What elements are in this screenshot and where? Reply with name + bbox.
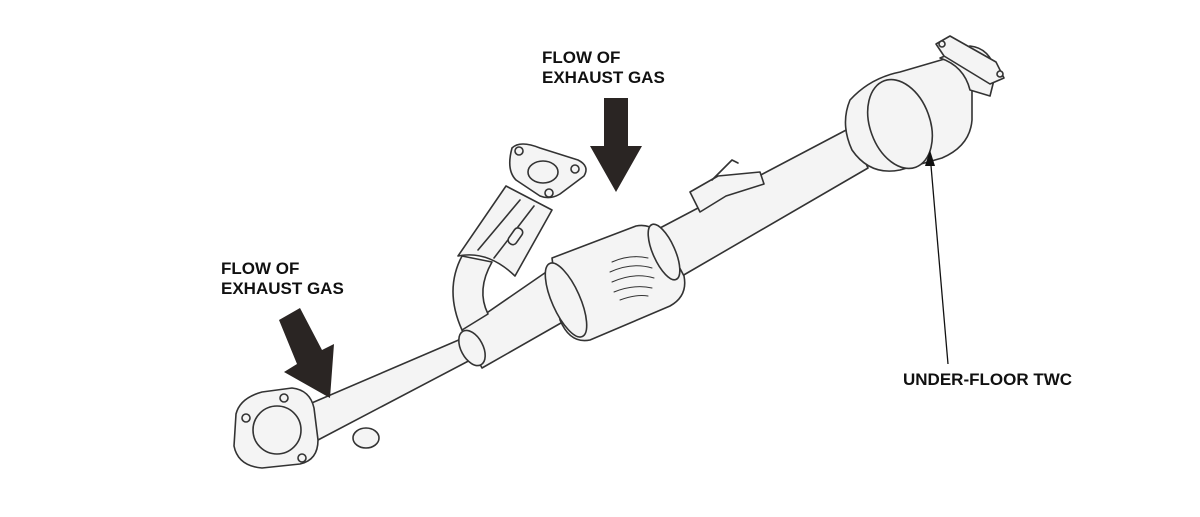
twc-rear-bolt-1: [938, 40, 946, 48]
hanger-rod: [711, 159, 739, 181]
flow-label-left: FLOW OF EXHAUST GAS: [221, 259, 344, 299]
upper-flange-bolt-2: [570, 164, 580, 174]
heat-shield-slot: [507, 227, 524, 246]
twc-rear-bolt-2: [996, 70, 1004, 78]
upper-bend-pipe: [452, 255, 493, 331]
flow-arrow-top: [590, 98, 642, 192]
front-flange-bolt-2: [279, 393, 289, 403]
converter-inlet-ring: [544, 262, 588, 338]
front-flange-bolt-3: [297, 453, 307, 463]
upper-flange-bolt-1: [514, 146, 524, 156]
upper-flange-bolt-3: [544, 188, 554, 198]
upper-flange-hole: [527, 160, 559, 184]
pipe-joint: [458, 329, 486, 367]
hanger-bracket: [689, 171, 765, 213]
front-flange-hole: [252, 405, 302, 455]
flow-label-left-line2: EXHAUST GAS: [221, 279, 344, 298]
flow-arrow-left: [279, 308, 334, 398]
heat-shield: [457, 185, 553, 277]
twc-leader-arrowhead: [925, 150, 935, 166]
flow-label-top-line1: FLOW OF: [542, 48, 621, 67]
under-floor-twc-label: UNDER-FLOOR TWC: [903, 370, 1073, 389]
converter-outlet-ring: [647, 223, 681, 281]
sensor-boss: [352, 427, 380, 449]
flow-label-top: FLOW OF EXHAUST GAS: [542, 48, 665, 88]
flow-label-left-line1: FLOW OF: [221, 259, 300, 278]
front-flange-bolt-1: [241, 413, 251, 423]
center-pipe: [659, 127, 869, 277]
flow-label-top-line2: EXHAUST GAS: [542, 68, 665, 87]
twc-leader-line: [929, 153, 949, 365]
twc-rear-flange: [935, 35, 1005, 85]
twc-inlet-ring: [866, 78, 934, 170]
converter-mesh: [609, 256, 655, 301]
